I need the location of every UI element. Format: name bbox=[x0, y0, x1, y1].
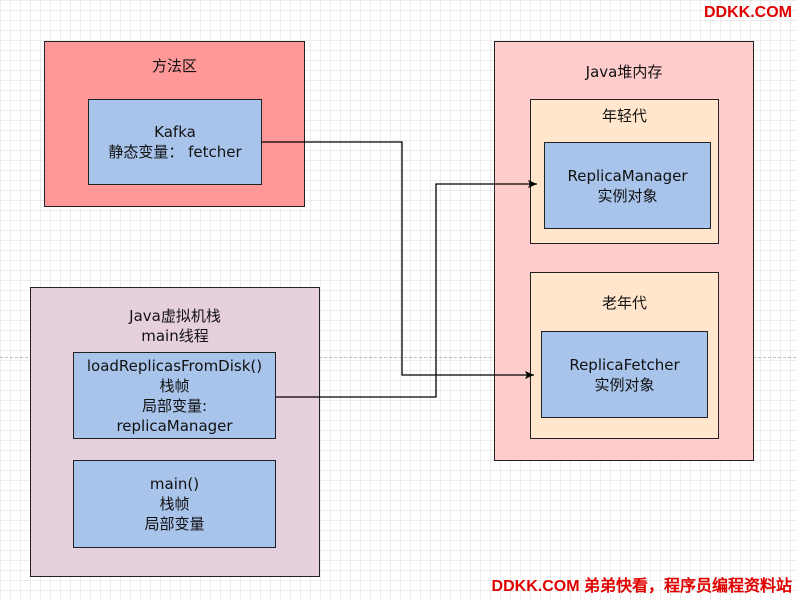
kafka-class-box: Kafka 静态变量： fetcher bbox=[88, 99, 262, 185]
frame-main-method: main() bbox=[149, 475, 200, 493]
java-heap-title: Java堆内存 bbox=[585, 63, 663, 81]
replica-manager-name: ReplicaManager bbox=[567, 166, 688, 185]
jvm-stack-title: Java虚拟机栈 bbox=[129, 307, 221, 325]
kafka-static-field: 静态变量： fetcher bbox=[108, 143, 242, 161]
frame-main-kind: 栈帧 bbox=[159, 495, 190, 513]
frame-load-local-var: replicaManager bbox=[116, 416, 233, 435]
main-stack-frame: main() 栈帧 局部变量 bbox=[73, 460, 276, 548]
frame-load-locals-label: 局部变量: bbox=[141, 396, 208, 415]
replica-fetcher-object: ReplicaFetcher 实例对象 bbox=[541, 331, 708, 418]
kafka-class-name: Kafka bbox=[154, 123, 196, 141]
method-area-title: 方法区 bbox=[151, 57, 197, 75]
watermark-top: DDKK.COM bbox=[704, 4, 792, 21]
young-generation-title: 年轻代 bbox=[601, 107, 647, 125]
main-thread-title: main线程 bbox=[141, 327, 209, 345]
replica-manager-object: ReplicaManager 实例对象 bbox=[544, 142, 711, 229]
old-generation-title: 老年代 bbox=[601, 294, 647, 312]
replica-fetcher-name: ReplicaFetcher bbox=[569, 355, 680, 374]
frame-main-locals-label: 局部变量 bbox=[144, 515, 205, 533]
watermark-bottom: DDKK.COM 弟弟快看，程序员编程资料站 bbox=[491, 578, 792, 595]
load-replicas-stack-frame: loadReplicasFromDisk() 栈帧 局部变量: replicaM… bbox=[73, 352, 276, 439]
replica-manager-subtitle: 实例对象 bbox=[597, 186, 658, 205]
frame-load-kind: 栈帧 bbox=[159, 376, 190, 395]
replica-fetcher-subtitle: 实例对象 bbox=[594, 375, 655, 394]
frame-load-method: loadReplicasFromDisk() bbox=[86, 356, 263, 375]
